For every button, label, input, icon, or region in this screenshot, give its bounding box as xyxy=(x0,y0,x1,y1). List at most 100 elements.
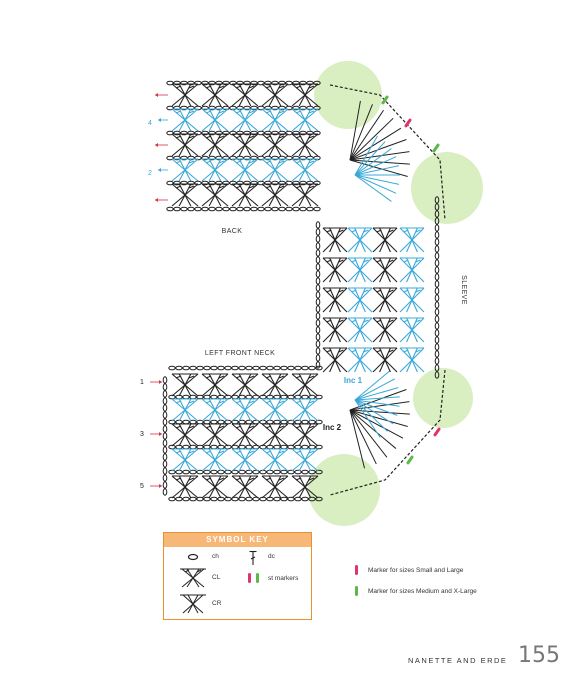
cluster-stitch xyxy=(291,423,319,447)
chain-column xyxy=(315,221,321,369)
back-row-number-4: 4 xyxy=(148,120,152,127)
stitch-markers xyxy=(381,95,441,465)
cluster-stitch xyxy=(372,287,398,313)
corner-fan xyxy=(349,100,410,178)
cluster-stitch xyxy=(201,133,229,157)
key-label-cl: CL xyxy=(212,574,221,581)
page-number: 155 xyxy=(518,643,560,668)
back-row-number-2: 2 xyxy=(148,170,152,177)
cluster-stitch xyxy=(261,133,289,157)
legend-small-large: Marker for sizes Small and Large xyxy=(368,567,464,574)
cluster-stitch xyxy=(291,448,319,472)
cluster-stitch xyxy=(231,398,259,422)
cluster-stitch xyxy=(372,347,398,373)
chain-row xyxy=(168,419,323,425)
cluster-stitch xyxy=(347,317,373,343)
outer-edge xyxy=(329,369,446,496)
row-arrow-head xyxy=(155,93,158,97)
stitch-marker xyxy=(406,455,414,465)
sleeve-label: SLEEVE xyxy=(460,275,467,305)
stitch-marker-icon xyxy=(248,573,251,583)
cluster-stitch xyxy=(171,475,199,499)
cluster-stitch xyxy=(171,398,199,422)
cluster-stitch xyxy=(261,423,289,447)
stitch-marker xyxy=(381,95,389,105)
key-label-cr: CR xyxy=(212,600,222,607)
cluster-stitch xyxy=(231,448,259,472)
cluster-stitch xyxy=(231,158,259,182)
cluster-stitch xyxy=(201,183,229,207)
cluster-stitch xyxy=(291,133,319,157)
cluster-stitch xyxy=(322,257,348,283)
key-label-st-markers: st markers xyxy=(268,575,299,582)
cluster-stitch xyxy=(171,158,199,182)
corner-fan xyxy=(354,370,400,438)
cluster-stitch xyxy=(201,373,229,397)
cluster-stitch xyxy=(231,373,259,397)
cluster-stitch xyxy=(201,448,229,472)
cluster-stitch xyxy=(291,108,319,132)
cluster-stitch xyxy=(261,373,289,397)
stitch-grid xyxy=(162,80,446,502)
increase-highlight xyxy=(411,152,483,224)
cluster-stitch xyxy=(171,423,199,447)
cluster-stitch xyxy=(261,158,289,182)
cluster-stitch xyxy=(171,183,199,207)
row-direction-arrows xyxy=(150,93,168,488)
symbol-key-title: SYMBOL KEY xyxy=(164,533,311,547)
footer-credit: NANETTE AND ERDE xyxy=(408,656,508,665)
symbol-key: SYMBOL KEY ch dc CL st markers CR xyxy=(163,532,312,620)
cluster-stitch xyxy=(231,183,259,207)
cluster-stitch xyxy=(231,108,259,132)
cluster-stitch xyxy=(231,133,259,157)
outer-edge xyxy=(329,84,446,221)
cluster-stitch xyxy=(201,423,229,447)
increase-highlight xyxy=(314,61,382,129)
front-row-number-3: 3 xyxy=(140,431,144,438)
pink-marker-swatch xyxy=(355,565,358,575)
row-arrow-head xyxy=(159,484,162,488)
double-crochet-icon xyxy=(249,550,257,565)
back-label: BACK xyxy=(222,228,243,235)
cluster-stitch xyxy=(261,83,289,107)
row-arrow-head xyxy=(159,432,162,436)
cluster-stitch xyxy=(201,83,229,107)
cluster-stitch xyxy=(261,108,289,132)
cluster-stitch xyxy=(291,183,319,207)
inc1-label: Inc 1 xyxy=(344,376,363,385)
cluster-stitch xyxy=(322,347,348,373)
cluster-stitch xyxy=(231,423,259,447)
cluster-stitch xyxy=(201,158,229,182)
cluster-stitch xyxy=(399,257,425,283)
cluster-stitch xyxy=(372,257,398,283)
cluster-stitch xyxy=(291,83,319,107)
cluster-stitch xyxy=(291,373,319,397)
row-arrow-head xyxy=(159,380,162,384)
cluster-stitch xyxy=(261,475,289,499)
cluster-stitch xyxy=(171,448,199,472)
chain-row xyxy=(168,469,323,475)
cluster-stitch xyxy=(372,317,398,343)
chain-column xyxy=(162,376,168,496)
cluster-stitch xyxy=(399,227,425,253)
left-front-neck-label: LEFT FRONT NECK xyxy=(205,350,275,357)
cluster-stitch xyxy=(322,317,348,343)
increase-highlight xyxy=(413,368,473,428)
chain-column xyxy=(434,196,440,379)
row-arrow-head xyxy=(158,168,161,172)
chain-row xyxy=(166,80,321,86)
cross-icon xyxy=(180,594,206,614)
chain-row xyxy=(166,180,321,186)
cluster-stitch xyxy=(347,287,373,313)
cluster-stitch xyxy=(291,475,319,499)
cluster-stitch xyxy=(291,398,319,422)
row-arrow-head xyxy=(158,118,161,122)
cluster-stitch xyxy=(231,475,259,499)
cluster-stitch xyxy=(201,475,229,499)
increase-highlight xyxy=(308,454,380,526)
cluster-stitch xyxy=(171,373,199,397)
stitch-marker xyxy=(432,143,440,153)
cluster-stitch xyxy=(347,347,373,373)
stitch-marker xyxy=(433,427,441,437)
